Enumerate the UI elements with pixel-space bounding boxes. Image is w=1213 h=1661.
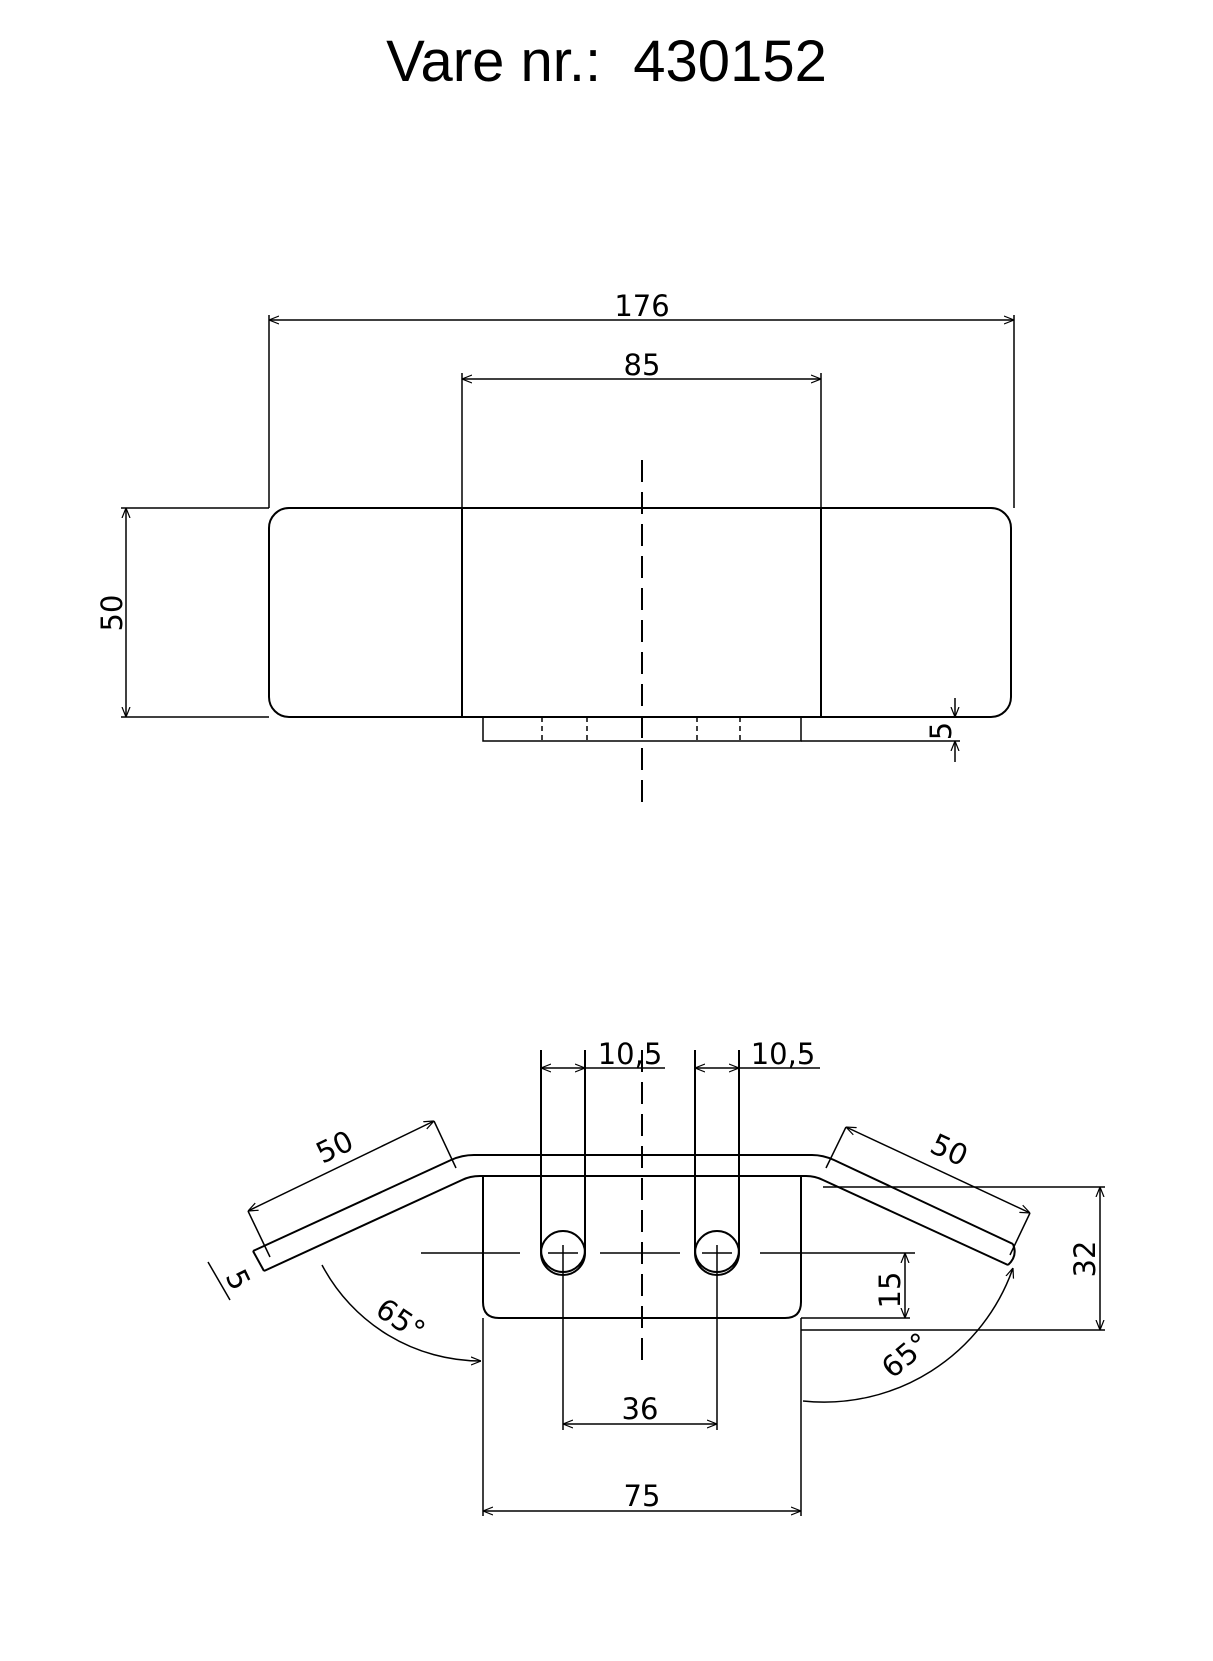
dim-50-label: 50 <box>95 595 129 632</box>
front-view-strip-left-end <box>252 1250 265 1272</box>
dim-5-label: 5 <box>924 722 958 740</box>
front-view: 10,5 10,5 50 50 5 65° 65° 15 32 <box>207 1037 1105 1516</box>
dim-arm-left-label: 50 <box>311 1124 359 1171</box>
top-view: 176 85 50 5 <box>95 289 1015 810</box>
dim-85-label: 85 <box>624 348 661 382</box>
dim-slot-right-label: 10,5 <box>751 1037 816 1071</box>
dim-arm-left-ext-1 <box>247 1210 271 1258</box>
dim-slot-left-label: 10,5 <box>598 1037 663 1071</box>
dim-15-label: 15 <box>873 1272 907 1309</box>
dim-arm-right-ext-1 <box>825 1126 847 1169</box>
dim-angle-left-label: 65° <box>370 1291 432 1348</box>
dim-arm-left-ext-2 <box>433 1120 457 1169</box>
dim-thickness-line <box>207 1261 231 1301</box>
dim-angle-right-label: 65° <box>875 1326 936 1385</box>
dim-arm-right-line <box>846 1127 1030 1213</box>
dim-arm-left-line <box>248 1121 434 1211</box>
dim-angle-left-arc <box>321 1264 481 1361</box>
front-view-strip-bottom-edge <box>263 1175 1009 1272</box>
top-view-flange-hidden-lines <box>541 717 741 741</box>
dim-176-label: 176 <box>614 289 669 323</box>
dim-75-label: 75 <box>624 1479 661 1513</box>
dim-arm-right-ext-2 <box>1009 1212 1031 1256</box>
top-view-body-outline <box>268 507 1012 718</box>
dim-32-label: 32 <box>1068 1241 1102 1278</box>
front-view-strip-top-edge <box>252 1154 1014 1252</box>
dim-arm-right-label: 50 <box>925 1127 973 1173</box>
drawing-title: Vare nr.: 430152 <box>386 29 827 94</box>
dim-angle-right-arc <box>802 1268 1013 1403</box>
dim-thickness-label: 5 <box>219 1264 258 1295</box>
dim-36-label: 36 <box>622 1392 659 1426</box>
